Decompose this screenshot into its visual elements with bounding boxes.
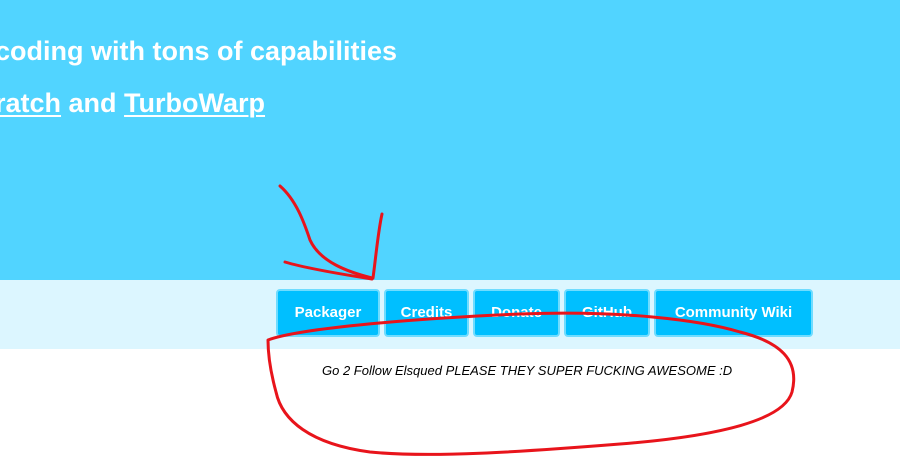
footer-note: Go 2 Follow Elsqued PLEASE THEY SUPER FU… <box>322 363 733 378</box>
packager-button[interactable]: Packager <box>276 289 380 337</box>
hero-subtitle-and: and <box>61 88 125 118</box>
scratch-link[interactable]: ratch <box>0 88 62 118</box>
github-button[interactable]: GitHub <box>564 289 650 337</box>
hero-banner: coding with tons of capabilities ratch a… <box>0 0 900 280</box>
credits-button[interactable]: Credits <box>384 289 469 337</box>
hero-subtitle: ratch and TurboWarp <box>0 88 265 119</box>
turbowarp-link[interactable]: TurboWarp <box>124 88 266 118</box>
hero-tagline: coding with tons of capabilities <box>0 36 398 66</box>
donate-button[interactable]: Donate <box>473 289 560 337</box>
button-bar: Packager Credits Donate GitHub Community… <box>0 280 900 349</box>
community-wiki-button[interactable]: Community Wiki <box>654 289 813 337</box>
